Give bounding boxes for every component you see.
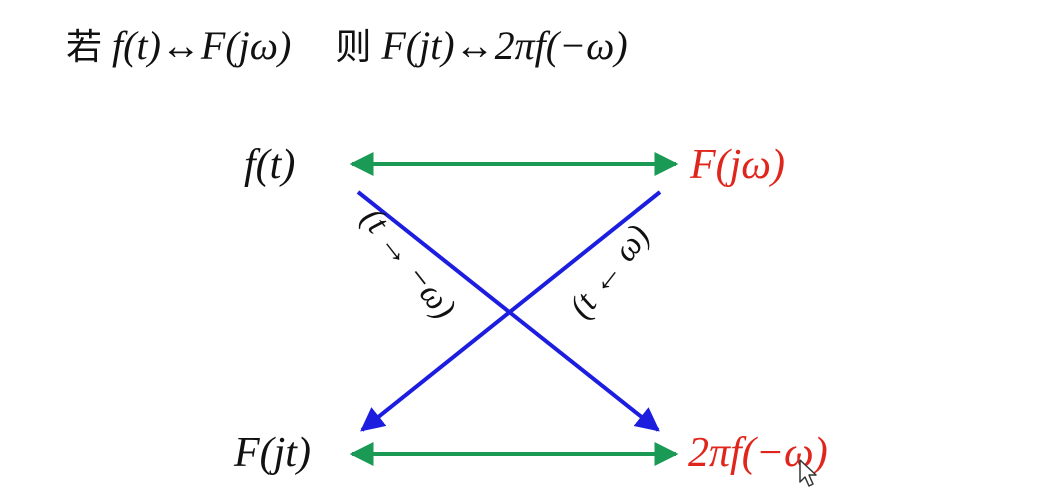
if-word: 若: [66, 27, 103, 68]
node-f-t: f(t): [244, 142, 296, 188]
node-F-jw: F(jω): [690, 142, 785, 188]
transform-pair-expr: f(t)↔F(jω): [112, 23, 292, 68]
duality-pair-expr: F(jt)↔2πf(−ω): [381, 23, 628, 68]
theorem-statement: 若 f(t)↔F(jω) 则 F(jt)↔2πf(−ω): [66, 18, 628, 76]
node-F-jt: F(jt): [234, 430, 311, 476]
diagonal-arrow-down-left: [360, 190, 662, 432]
mouse-pointer-icon: [799, 459, 817, 487]
then-word: 则: [335, 27, 372, 68]
